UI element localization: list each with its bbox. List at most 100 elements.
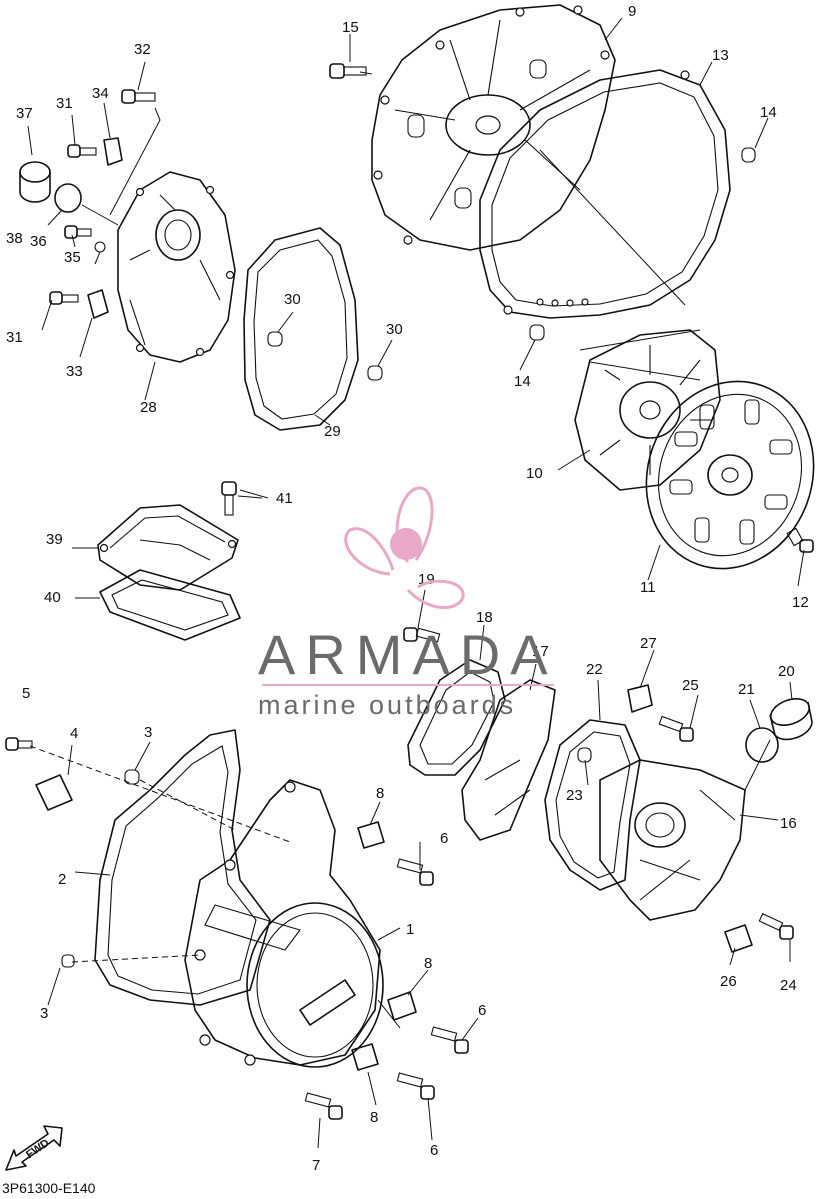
clamp-part-8-upper — [357, 821, 385, 849]
callout-c4: 4 — [70, 725, 78, 742]
bolt-part-5 — [5, 737, 33, 751]
callout-c34: 34 — [92, 85, 109, 102]
callout-c10: 10 — [526, 465, 543, 482]
callout-c18: 18 — [476, 609, 493, 626]
clamp-part-4 — [35, 774, 73, 811]
bolt-part-32 — [121, 89, 156, 104]
callout-c32: 32 — [134, 41, 151, 58]
callout-c39: 39 — [46, 531, 63, 548]
forward-arrow-icon: FWD — [5, 1125, 63, 1171]
dowel-pin-part-3-top — [124, 769, 140, 785]
cover-part-28 — [117, 171, 236, 363]
bolt-part-36 — [64, 225, 92, 239]
dowel-pin-part-14-bottom — [529, 324, 545, 341]
plug-part-20 — [769, 698, 813, 741]
bolt-part-25 — [658, 715, 694, 742]
crankcase-gasket-part-2 — [94, 729, 271, 1006]
callout-c40: 40 — [44, 589, 61, 606]
callout-c3b: 3 — [40, 1005, 48, 1022]
bolt-part-7 — [304, 1092, 343, 1120]
callout-c6a: 6 — [440, 830, 448, 847]
clamp-part-34 — [103, 137, 123, 166]
clutch-cover-part-9 — [371, 4, 616, 251]
callout-c6b: 6 — [478, 1002, 486, 1019]
callout-c27: 27 — [640, 635, 657, 652]
callout-c8a: 8 — [376, 785, 384, 802]
callout-c31a: 31 — [56, 95, 73, 112]
clamp-part-27 — [627, 684, 653, 713]
clamp-part-33 — [87, 289, 109, 319]
bolt-part-6-upper — [396, 858, 434, 886]
bolt-part-31-lower — [49, 291, 79, 305]
bolt-part-12 — [786, 527, 814, 553]
o-ring-part-38 — [54, 183, 82, 213]
callout-c8b: 8 — [424, 955, 432, 972]
callout-c28: 28 — [140, 399, 157, 416]
callout-labels: 1233456667888910111213141415161718192021… — [6, 3, 809, 1174]
callout-c33: 33 — [66, 363, 83, 380]
callout-c9: 9 — [628, 3, 636, 20]
callout-c41: 41 — [276, 490, 293, 507]
dowel-pin-part-23 — [577, 747, 592, 763]
callout-c23: 23 — [566, 787, 583, 804]
plug-part-37 — [19, 161, 51, 203]
callout-c22: 22 — [586, 661, 603, 678]
dowel-pin-part-30-right — [367, 365, 383, 381]
watermark-tagline: marine outboards — [258, 690, 517, 720]
watermark-brand: ARMADA — [258, 623, 558, 686]
callout-c12: 12 — [792, 594, 809, 611]
callout-c29: 29 — [324, 423, 341, 440]
callout-c25: 25 — [682, 677, 699, 694]
callout-c5: 5 — [22, 685, 30, 702]
callout-c13: 13 — [712, 47, 729, 64]
gasket-part-40 — [99, 569, 241, 641]
gasket-part-22 — [544, 719, 641, 891]
watermark-divider — [262, 684, 554, 686]
callout-c11: 11 — [640, 579, 656, 596]
callout-c35: 35 — [64, 249, 81, 266]
crankcase-cover-part-1 — [184, 779, 384, 1068]
callout-c8c: 8 — [370, 1109, 378, 1126]
clamp-part-8-middle — [387, 991, 417, 1021]
armada-propeller-logo — [344, 486, 465, 609]
callout-c38: 38 — [6, 230, 23, 247]
callout-c14b: 14 — [514, 373, 531, 390]
bolt-part-41 — [221, 481, 237, 516]
callout-c26: 26 — [720, 973, 737, 990]
bolt-part-24 — [758, 912, 794, 940]
callout-c6c: 6 — [430, 1142, 438, 1159]
bolt-part-15 — [329, 63, 367, 79]
cover-part-39 — [97, 504, 239, 591]
pressure-plate-part-10 — [574, 329, 721, 491]
callout-c21: 21 — [738, 681, 755, 698]
o-ring-part-21 — [745, 727, 779, 763]
bolt-part-6-lower — [396, 1072, 435, 1100]
cover-part-16 — [599, 759, 746, 921]
clutch-cover-gasket-part-13 — [479, 69, 731, 319]
clamp-part-26 — [724, 924, 753, 953]
callout-c15: 15 — [342, 19, 359, 36]
callout-c7: 7 — [312, 1157, 320, 1174]
callout-c36: 36 — [30, 233, 47, 250]
callout-c37: 37 — [16, 105, 33, 122]
washer-part-35 — [94, 241, 106, 253]
dowel-pin-part-30-left — [267, 331, 283, 347]
callout-c31b: 31 — [6, 329, 23, 346]
bolt-part-6-middle — [430, 1026, 469, 1054]
document-code: 3P61300-E140 — [2, 1180, 96, 1196]
callout-c1: 1 — [406, 921, 414, 938]
callout-c3a: 3 — [144, 724, 152, 741]
clutch-cover-plate-part-11 — [645, 380, 815, 570]
callout-c17: 17 — [532, 643, 549, 660]
callout-c24: 24 — [780, 977, 797, 994]
callout-c14a: 14 — [760, 104, 777, 121]
dowel-pin-part-14-top — [741, 147, 756, 163]
callout-c30b: 30 — [386, 321, 403, 338]
bolt-part-19 — [403, 627, 441, 643]
bolt-part-31-upper — [67, 144, 97, 158]
callout-c30a: 30 — [284, 291, 301, 308]
callout-c2: 2 — [58, 871, 66, 888]
callout-c20: 20 — [778, 663, 795, 680]
dowel-pin-part-3-bottom — [61, 954, 75, 968]
